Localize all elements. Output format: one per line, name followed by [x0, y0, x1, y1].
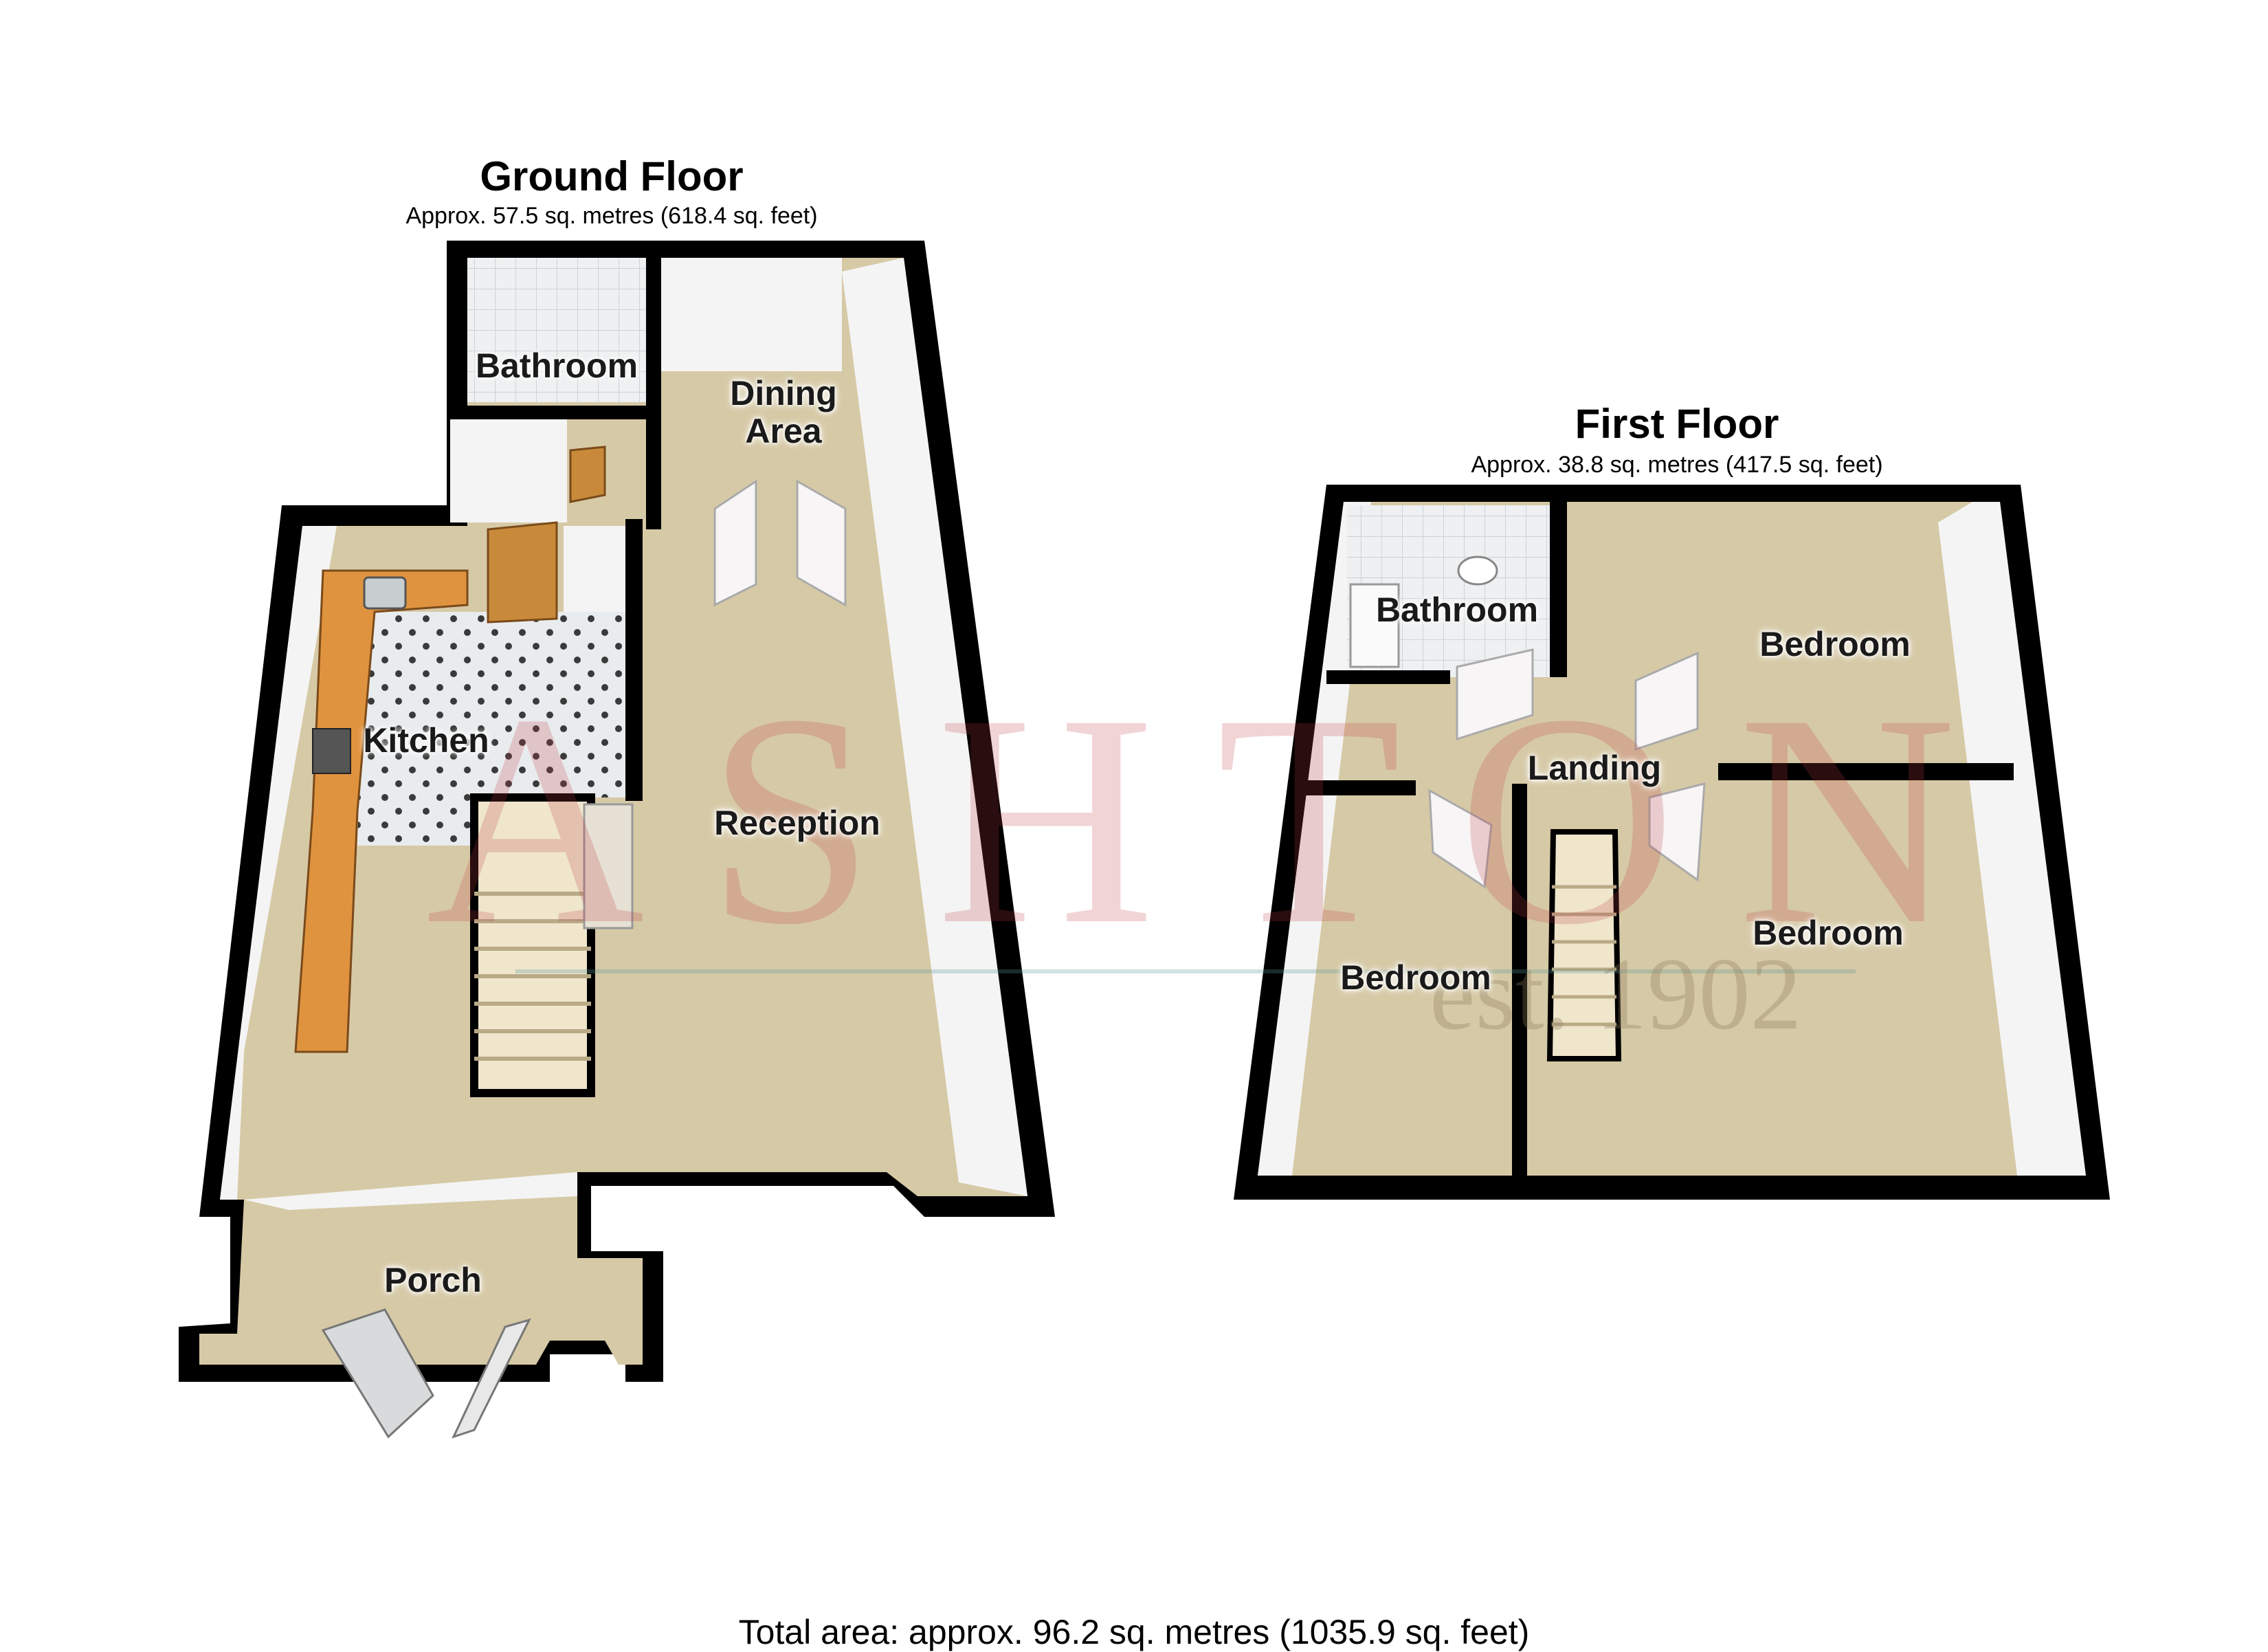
- ground-bathroom-side-wall: [646, 241, 661, 529]
- front-left-bedroom-door: [1428, 789, 1493, 889]
- porch-back-wall: [244, 1172, 577, 1210]
- bathroom-door: [569, 445, 606, 503]
- ground-floor-title: Ground Floor: [480, 153, 744, 199]
- kitchen-sink: [363, 576, 407, 610]
- room-label-ground-bathroom: Bathroom: [475, 346, 638, 385]
- room-label-bedroom-front-left: Bedroom: [1340, 958, 1491, 997]
- kitchen-reception-wall: [625, 519, 643, 801]
- first-bathroom-wall: [1326, 670, 1450, 684]
- room-label-dining-area: Dining Area: [730, 374, 837, 450]
- kitchen-hob: [312, 728, 351, 774]
- ground-floor-area: Approx. 57.5 sq. metres (618.4 sq. feet): [405, 203, 818, 229]
- first-bathroom-door: [1456, 648, 1534, 741]
- rear-bedroom-lower-wall: [1718, 763, 2014, 780]
- first-floor-area: Approx. 38.8 sq. metres (417.5 sq. feet): [1471, 452, 1883, 478]
- kitchen-rear-door: [487, 521, 558, 624]
- front-right-bedroom-door: [1648, 782, 1706, 882]
- room-label-bedroom-front-right: Bedroom: [1753, 914, 1904, 952]
- first-floor-title: First Floor: [1575, 401, 1779, 447]
- rear-bedroom-door: [1634, 651, 1699, 751]
- ground-bathroom-partition: [447, 406, 653, 419]
- landing-cupboard-wall: [1550, 485, 1567, 677]
- reception-side-wall: [842, 258, 1027, 1196]
- landing-stair-wall: [1512, 784, 1527, 1176]
- kitchen-wall-face: [564, 526, 625, 612]
- ground-floor-staircase: [470, 793, 595, 1097]
- reception-fireplace: [583, 803, 634, 929]
- first-bathroom-basin: [1457, 555, 1498, 586]
- dining-door-right: [796, 479, 847, 607]
- kitchen-worktop: [294, 569, 469, 1053]
- dining-door-left: [713, 479, 757, 607]
- first-bathroom-bath: [1349, 583, 1400, 668]
- room-label-landing: Landing: [1527, 749, 1662, 787]
- first-floor-staircase: [1546, 829, 1622, 1061]
- ground-bathroom-floor: [467, 258, 646, 402]
- ground-floor-plan: [179, 241, 1055, 1439]
- room-label-kitchen: Kitchen: [363, 721, 489, 760]
- kitchen-tiled-floor: [357, 612, 625, 846]
- room-label-first-bathroom: Bathroom: [1375, 591, 1539, 629]
- first-floor-plan: [1234, 485, 2110, 1200]
- kitchen-side-wall: [220, 526, 337, 1200]
- dining-back-wall: [660, 258, 842, 371]
- room-label-reception: Reception: [714, 804, 880, 842]
- room-label-porch: Porch: [384, 1261, 482, 1299]
- ground-bathroom-lower-wall: [450, 419, 567, 522]
- front-left-bedroom-wall: [1306, 780, 1416, 795]
- porch-front-door-left: [321, 1308, 434, 1439]
- porch-front-door-right: [452, 1318, 531, 1439]
- total-area: Total area: approx. 96.2 sq. metres (103…: [738, 1613, 1530, 1651]
- room-label-bedroom-rear: Bedroom: [1759, 625, 1911, 663]
- first-floor-right-wall-face: [1938, 502, 2086, 1176]
